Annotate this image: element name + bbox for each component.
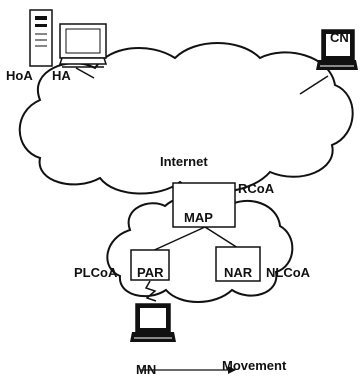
par-box: [130, 249, 170, 281]
map-box: [172, 182, 236, 228]
cn-to-internet-link: [299, 75, 329, 95]
map-to-nar-link: [204, 226, 239, 249]
nar-label: NAR: [224, 265, 253, 280]
nar-box: [215, 246, 261, 282]
movement-label: Movement: [222, 358, 287, 373]
nlcoa-label: NLCoA: [266, 265, 311, 280]
internet-label: Internet: [160, 154, 208, 169]
lightning-icon: [144, 280, 157, 302]
ha-label: HA: [52, 68, 71, 83]
hoa-label: HoA: [6, 68, 33, 83]
map-to-par-link: [149, 226, 206, 253]
mn-label: MN: [136, 362, 156, 377]
cn-laptop-icon: [316, 29, 358, 70]
desktop-computer-icon: [29, 9, 108, 68]
mn-laptop-icon: [130, 303, 176, 342]
par-label: PAR: [137, 265, 164, 280]
internet-cloud: [18, 42, 354, 195]
map-label: MAP: [184, 210, 213, 225]
arrow-right-icon: [140, 366, 236, 374]
cn-label: CN: [330, 30, 349, 45]
ha-to-internet-link: [75, 67, 95, 79]
rcoa-label: RCoA: [238, 181, 275, 196]
plcoa-label: PLCoA: [74, 265, 118, 280]
